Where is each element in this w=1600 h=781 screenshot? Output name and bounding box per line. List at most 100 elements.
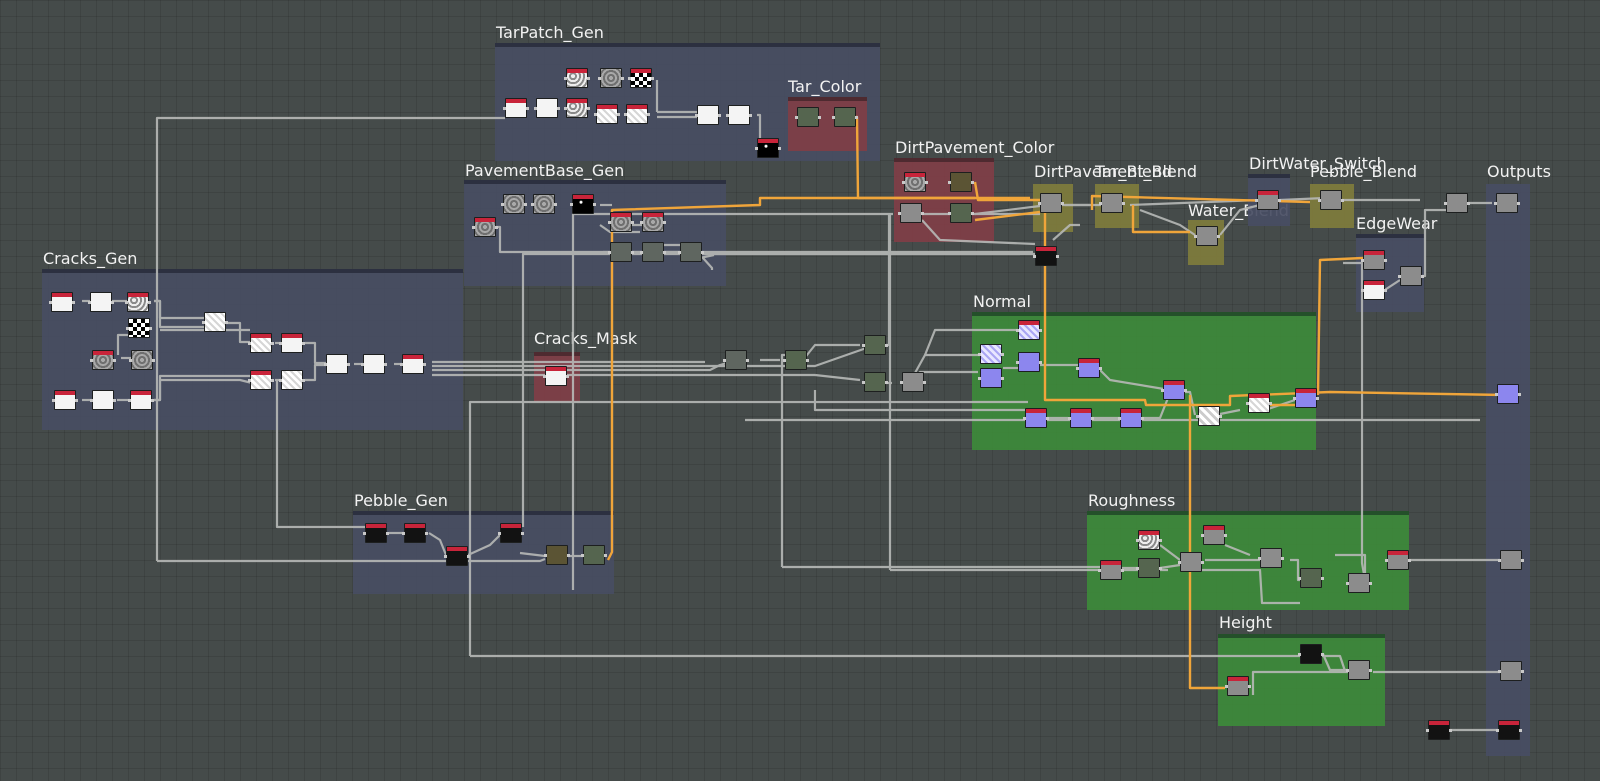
- output-port[interactable]: [617, 113, 620, 116]
- graph-node[interactable]: [1068, 408, 1094, 428]
- output-port[interactable]: [1521, 559, 1524, 562]
- input-port[interactable]: [1293, 397, 1296, 400]
- output-port[interactable]: [647, 113, 650, 116]
- output-port[interactable]: [1408, 559, 1411, 562]
- graph-node[interactable]: [948, 203, 974, 223]
- output-port[interactable]: [1521, 670, 1524, 673]
- graph-node[interactable]: [1076, 358, 1102, 378]
- output-port[interactable]: [1046, 417, 1049, 420]
- input-port[interactable]: [678, 251, 681, 254]
- input-port[interactable]: [1346, 582, 1349, 585]
- output-port[interactable]: [631, 221, 634, 224]
- graph-node[interactable]: [1346, 573, 1372, 593]
- output-port[interactable]: [384, 363, 387, 366]
- output-port[interactable]: [925, 181, 928, 184]
- graph-node[interactable]: [472, 217, 498, 237]
- output-port[interactable]: [1369, 669, 1372, 672]
- input-port[interactable]: [1318, 199, 1321, 202]
- input-port[interactable]: [1361, 289, 1364, 292]
- input-port[interactable]: [444, 555, 447, 558]
- graph-node[interactable]: [1496, 720, 1522, 740]
- graph-node[interactable]: [402, 523, 428, 543]
- input-port[interactable]: [1016, 361, 1019, 364]
- output-port[interactable]: [1159, 567, 1162, 570]
- input-port[interactable]: [128, 399, 131, 402]
- output-port[interactable]: [557, 107, 560, 110]
- output-port[interactable]: [567, 554, 570, 557]
- input-port[interactable]: [1426, 729, 1429, 732]
- input-port[interactable]: [1076, 367, 1079, 370]
- graph-node[interactable]: [248, 333, 274, 353]
- input-port[interactable]: [1444, 202, 1447, 205]
- output-port[interactable]: [1384, 289, 1387, 292]
- input-port[interactable]: [628, 77, 631, 80]
- output-port[interactable]: [302, 342, 305, 345]
- graph-node[interactable]: [1444, 193, 1470, 213]
- input-port[interactable]: [1494, 202, 1497, 205]
- output-port[interactable]: [971, 212, 974, 215]
- input-port[interactable]: [1201, 534, 1204, 537]
- graph-node[interactable]: [444, 546, 470, 566]
- output-port[interactable]: [1061, 202, 1064, 205]
- output-port[interactable]: [467, 555, 470, 558]
- graph-node[interactable]: [900, 372, 926, 392]
- output-port[interactable]: [149, 327, 152, 330]
- graph-node[interactable]: [90, 350, 116, 370]
- graph-node[interactable]: [1136, 558, 1162, 578]
- input-port[interactable]: [402, 532, 405, 535]
- input-port[interactable]: [1068, 417, 1071, 420]
- input-port[interactable]: [1298, 653, 1301, 656]
- input-port[interactable]: [1016, 329, 1019, 332]
- graph-node[interactable]: [978, 344, 1004, 364]
- input-port[interactable]: [978, 377, 981, 380]
- graph-node[interactable]: [1346, 660, 1372, 680]
- input-port[interactable]: [640, 221, 643, 224]
- input-port[interactable]: [902, 181, 905, 184]
- output-port[interactable]: [152, 359, 155, 362]
- output-port[interactable]: [587, 107, 590, 110]
- input-port[interactable]: [1099, 202, 1102, 205]
- output-port[interactable]: [554, 203, 557, 206]
- input-port[interactable]: [1361, 259, 1364, 262]
- output-port[interactable]: [651, 77, 654, 80]
- graph-node[interactable]: [1016, 352, 1042, 372]
- output-port[interactable]: [604, 554, 607, 557]
- graph-node[interactable]: [978, 368, 1004, 388]
- output-port[interactable]: [1316, 397, 1319, 400]
- output-port[interactable]: [1519, 729, 1522, 732]
- graph-node[interactable]: [608, 242, 634, 262]
- output-port[interactable]: [621, 77, 624, 80]
- output-port[interactable]: [806, 359, 809, 362]
- graph-node[interactable]: [564, 98, 590, 118]
- graph-node[interactable]: [948, 172, 974, 192]
- input-port[interactable]: [1498, 670, 1501, 673]
- output-port[interactable]: [151, 399, 154, 402]
- input-port[interactable]: [52, 399, 55, 402]
- input-port[interactable]: [1196, 415, 1199, 418]
- output-port[interactable]: [1217, 235, 1220, 238]
- graph-node[interactable]: [125, 292, 151, 312]
- output-port[interactable]: [1421, 275, 1424, 278]
- output-port[interactable]: [1039, 361, 1042, 364]
- input-port[interactable]: [726, 114, 729, 117]
- input-port[interactable]: [1225, 685, 1228, 688]
- graph-node[interactable]: [279, 370, 305, 390]
- graph-node[interactable]: [1498, 661, 1524, 681]
- input-port[interactable]: [1023, 417, 1026, 420]
- output-port[interactable]: [718, 114, 721, 117]
- input-port[interactable]: [1194, 235, 1197, 238]
- graph-node[interactable]: [640, 212, 666, 232]
- input-port[interactable]: [248, 379, 251, 382]
- graph-node[interactable]: [1318, 190, 1344, 210]
- output-port[interactable]: [526, 107, 529, 110]
- output-port[interactable]: [1321, 653, 1324, 656]
- output-port[interactable]: [1384, 259, 1387, 262]
- input-port[interactable]: [1161, 389, 1164, 392]
- output-port[interactable]: [1449, 729, 1452, 732]
- input-port[interactable]: [594, 113, 597, 116]
- graph-node[interactable]: [324, 354, 350, 374]
- input-port[interactable]: [948, 212, 951, 215]
- graph-node[interactable]: [1118, 408, 1144, 428]
- output-port[interactable]: [386, 532, 389, 535]
- output-port[interactable]: [971, 181, 974, 184]
